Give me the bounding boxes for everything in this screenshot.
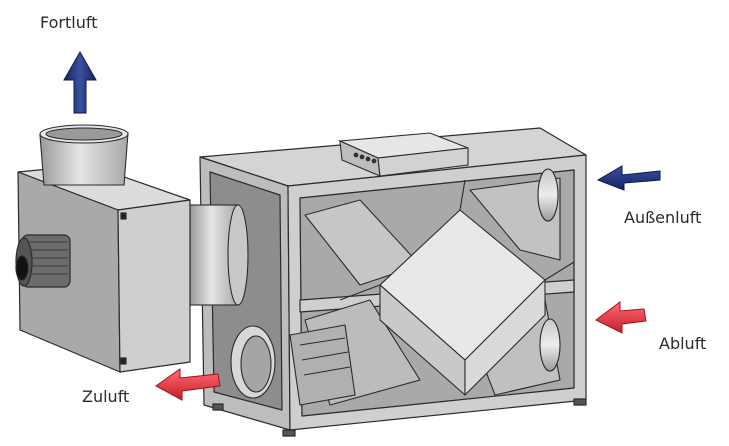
supply-fan: [230, 324, 356, 406]
abluft-arrow: [595, 301, 647, 334]
aussenluft-arrow: [596, 165, 661, 191]
fortluft-label: Fortluft: [40, 13, 98, 32]
right-ports: [537, 168, 561, 372]
exhaust-collar: [39, 124, 129, 186]
aussenluft-label: Außenluft: [624, 208, 702, 227]
connecting-duct: [189, 204, 249, 306]
zuluft-label: Zuluft: [82, 387, 130, 406]
exhaust-fan-box: [15, 164, 191, 373]
fortluft-arrow: [63, 50, 97, 114]
control-box: [337, 132, 469, 177]
zuluft-arrow: [155, 368, 221, 401]
abluft-label: Abluft: [659, 334, 707, 353]
